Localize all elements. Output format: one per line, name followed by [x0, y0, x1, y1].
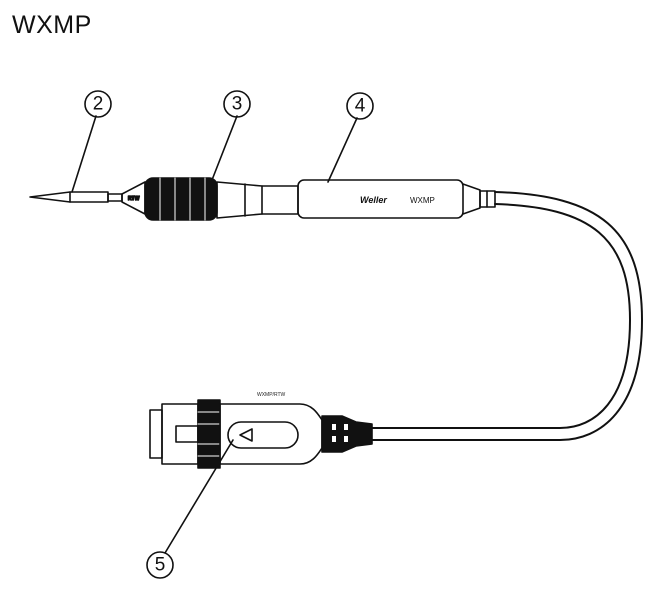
callout-3-label: 3 — [232, 94, 243, 115]
callout-2-label: 2 — [93, 94, 104, 115]
handle-body — [216, 179, 496, 219]
brand-logo: Weller — [360, 195, 387, 205]
page-title: WXMP — [12, 11, 92, 39]
callout-4-label: 4 — [355, 96, 366, 117]
callout-4: 4 — [346, 92, 374, 120]
leader-line-3 — [211, 115, 238, 181]
cable — [371, 191, 643, 441]
connector-marking: WXMP/RTW — [257, 392, 286, 398]
soldering-tip: RTW — [29, 181, 146, 215]
callout-2: 2 — [84, 90, 112, 118]
cable-inner — [371, 203, 631, 429]
callout-5-label: 5 — [155, 555, 166, 576]
leader-line-4 — [327, 117, 358, 183]
callout-5: 5 — [146, 551, 174, 579]
grip-sleeve — [144, 177, 218, 221]
leader-line-5 — [164, 439, 234, 554]
leader-line-2 — [71, 115, 97, 193]
tip-marking: RTW — [128, 196, 140, 202]
model-label: WXMP — [410, 196, 435, 205]
callout-3: 3 — [223, 90, 251, 118]
connector-plug — [149, 399, 373, 469]
